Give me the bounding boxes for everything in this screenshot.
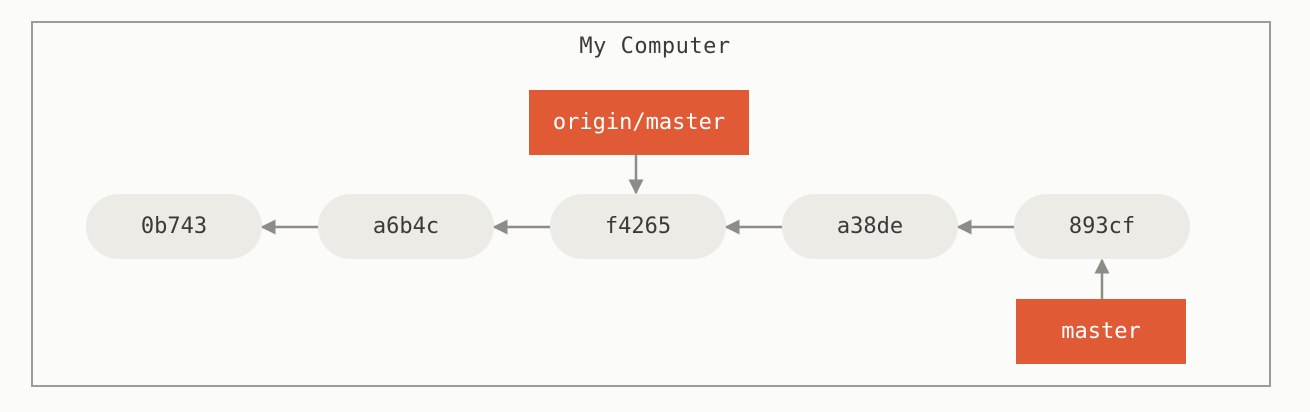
branch-master: master xyxy=(1016,299,1186,364)
commit-f4265: f4265 xyxy=(550,194,726,259)
commit-a6b4c: a6b4c xyxy=(318,194,494,259)
branch-origin-master: origin/master xyxy=(529,90,749,155)
diagram-title: My Computer xyxy=(579,34,731,59)
commit-a38de: a38de xyxy=(782,194,958,259)
commit-893cf: 893cf xyxy=(1014,194,1190,259)
commit-0b743: 0b743 xyxy=(86,194,262,259)
